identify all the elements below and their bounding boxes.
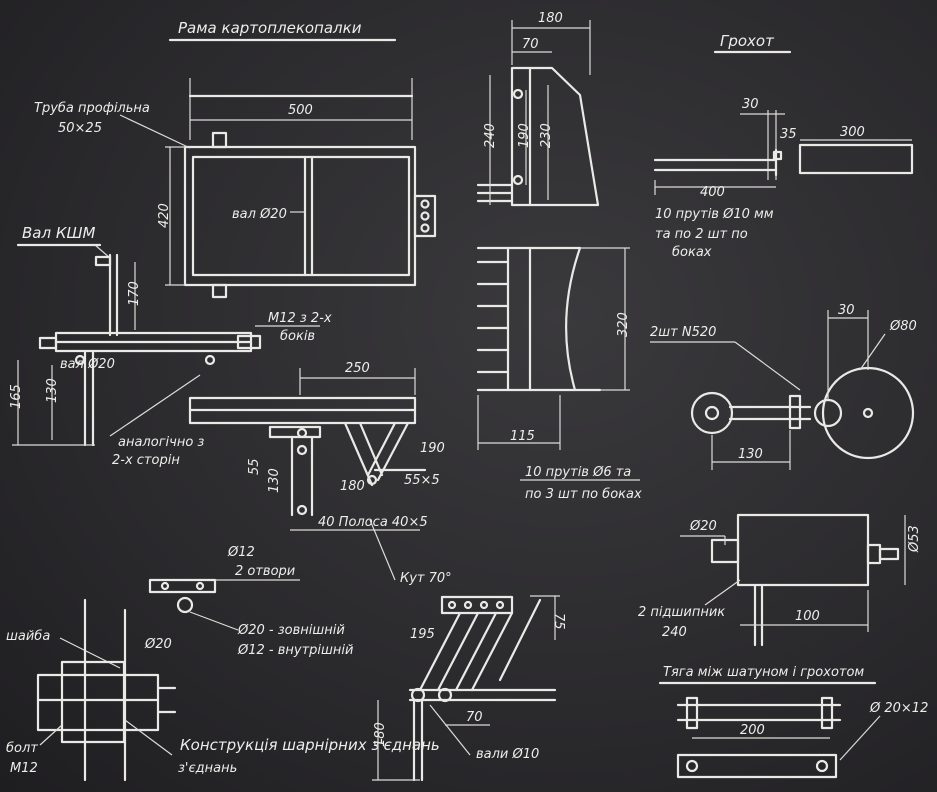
sieve-note-3: боках [672,245,712,260]
joint-washer: шайба [6,629,50,644]
crank-len-130: 130 [738,447,763,462]
rod-title: Тяга між шатуном і грохотом [663,665,864,680]
bracket-d12: Ø12 [227,545,255,560]
joint-bolt-1: болт [6,741,38,756]
grate-note-1: 10 прутів Ø6 та [525,465,631,480]
sieve-note-1: 10 прутів Ø10 мм [655,207,774,222]
frame-length-500: 500 [288,103,313,118]
crank-view: 2шт N520 30 Ø80 130 [650,303,917,470]
joint-view: шайба Ø20 болт M12 Конструкція шарнірних… [6,598,440,782]
shaft-d20: вал Ø20 [60,357,115,372]
sieve-len-400: 400 [700,185,725,200]
sieve-view: Грохот 30 35 400 300 10 прутів Ø10 мм та… [653,32,914,260]
frame-title: Рама картоплекопалки [178,19,362,37]
sieve-d35: 35 [780,127,797,142]
grate-height-320: 320 [616,312,631,337]
rod-len-200: 200 [740,723,765,738]
side-height-230: 230 [539,123,554,148]
bracket-view: Ø12 2 отвори Ø20 - зовнішній Ø12 - внутр… [148,545,353,658]
support-strip: 40 Полоса 40×5 [318,515,428,530]
support-len-250: 250 [345,361,370,376]
shaft-title: Вал КШМ [22,224,96,242]
side-width-70: 70 [522,37,539,52]
crank-label: 2шт N520 [650,325,716,340]
sieve-d30: 30 [742,97,759,112]
support-d130: 130 [267,468,282,493]
lower-assembly: 180 195 75 70 вали Ø10 [372,595,566,782]
shaft-bolt-note-1: M12 з 2-х [268,311,332,326]
bracket-holes: 2 отвори [235,564,295,579]
frame-top-view: 500 420 вал Ø20 Труба профільна 50×25 [34,78,437,299]
lower-d75: 75 [551,613,566,630]
shaft-view: Вал КШМ 170 M12 з 2-х боків вал Ø20 165 … [9,224,332,468]
crank-offset-30: 30 [838,303,855,318]
side-width-180: 180 [538,11,563,26]
shaft-sym-2: 2-х сторін [112,453,180,468]
lower-d195: 195 [410,627,435,642]
sieve-note-2: та по 2 шт по [655,227,748,242]
bearing-d53: Ø53 [907,525,922,553]
tube-note-2: 50×25 [58,121,102,136]
rod-size: Ø 20×12 [869,701,928,716]
shaft-h170: 170 [127,281,142,306]
bearing-len-100: 100 [795,609,820,624]
lower-shafts: вали Ø10 [476,747,539,762]
frame-side-view: 180 70 240 190 230 [476,11,600,207]
frame-height-420: 420 [157,203,172,228]
support-angle: Кут 70° [400,571,452,586]
frame-shaft-d20: вал Ø20 [232,207,287,222]
support-view: 250 190 55 130 180 55×5 40 Полоса 40×5 К… [188,361,452,586]
bearing-d20: Ø20 [689,519,717,534]
support-d190: 190 [420,441,445,456]
lower-d180: 180 [373,722,388,747]
bearing-note-1: 2 підшипник [638,605,725,620]
tube-note-1: Труба профільна [34,101,150,116]
shaft-h130: 130 [45,378,60,403]
crank-disk-d80: Ø80 [889,319,917,334]
joint-design: з'єднань [178,761,237,776]
joint-d20: Ø20 [144,637,172,652]
rod-view: Тяга між шатуном і грохотом 200 Ø 20×12 [658,665,928,779]
bearing-note-2: 240 [662,625,687,640]
side-height-190: 190 [517,123,532,148]
grate-note-2: по 3 шт по боках [525,487,642,502]
support-plate: 55×5 [404,473,440,488]
grate-width-115: 115 [510,429,535,444]
bracket-inner: Ø12 - внутрішній [237,643,353,658]
shaft-h165: 165 [9,384,24,409]
shaft-sym-1: аналогічно з [118,435,204,450]
joint-title: Конструкція шарнірних з'єднань [180,736,440,754]
lower-d70: 70 [466,710,483,725]
sieve-len-300: 300 [840,125,865,140]
support-d180: 180 [340,479,365,494]
bearing-unit: Ø20 Ø53 100 2 підшипник 240 [638,513,922,647]
grate-view: 320 115 10 прутів Ø6 та по 3 шт по боках [476,246,642,502]
bracket-outer: Ø20 - зовнішній [237,623,345,638]
support-d55: 55 [247,458,262,475]
shaft-bolt-note-2: боків [280,329,315,344]
side-height-240: 240 [483,123,498,148]
joint-bolt-2: M12 [10,761,38,776]
sieve-title: Грохот [720,32,775,50]
